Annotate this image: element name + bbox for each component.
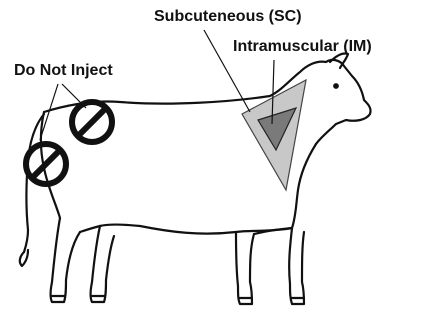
cow-outline (20, 53, 371, 304)
intramuscular-label: Intramuscular (IM) (233, 39, 372, 55)
subcutaneous-label: Subcuteneous (SC) (154, 9, 302, 25)
do-not-inject-label: Do Not Inject (14, 63, 113, 79)
no-inject-symbol-hip (72, 102, 112, 142)
